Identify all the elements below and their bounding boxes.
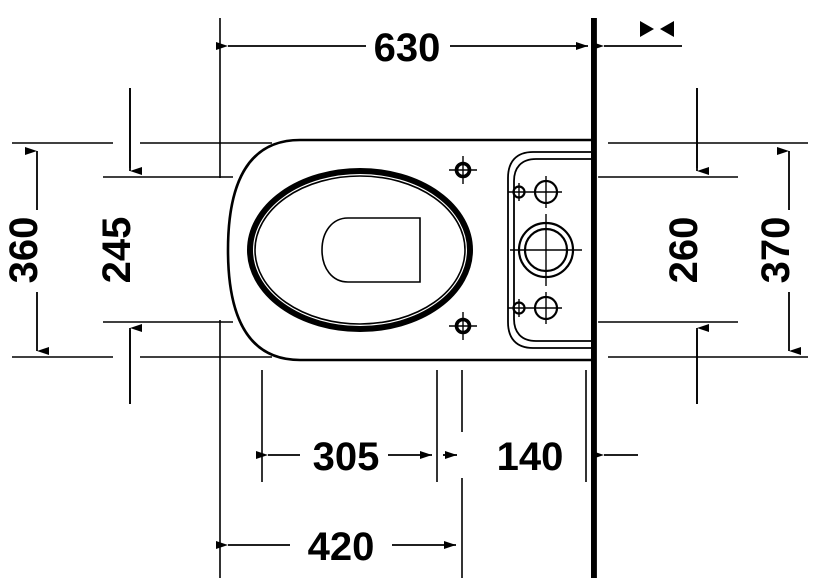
- dimension-245: 245: [95, 88, 142, 404]
- dimension-wall-thickness: [592, 21, 682, 50]
- dim-360-label: 360: [2, 217, 46, 284]
- dim-630-label: 630: [374, 26, 441, 70]
- dimension-305: 305: [256, 435, 432, 479]
- dim-420-label: 420: [308, 525, 375, 569]
- dimension-360: 360: [2, 147, 49, 355]
- toilet-plan-geometry: [226, 138, 594, 362]
- dimension-370: 370: [754, 147, 801, 355]
- bowl-rim-outer: [247, 168, 473, 332]
- dimension-260: 260: [662, 88, 709, 404]
- dim-260-label: 260: [662, 217, 706, 284]
- dim-gap-marker-right-triangle: [660, 21, 674, 37]
- dim-305-label: 305: [313, 435, 380, 479]
- dimension-140: 140: [443, 435, 638, 479]
- dim-140-label: 140: [497, 435, 564, 479]
- dim-370-label: 370: [754, 217, 798, 284]
- dim-245-label: 245: [95, 217, 139, 284]
- bowl-opening: [321, 217, 421, 283]
- wall-line-group: [591, 18, 599, 578]
- dimension-420: 420: [216, 525, 456, 569]
- cistern-plate-outer: [507, 151, 594, 349]
- dimension-630: 630: [216, 26, 588, 70]
- dim-gap-marker-left-triangle: [640, 21, 654, 37]
